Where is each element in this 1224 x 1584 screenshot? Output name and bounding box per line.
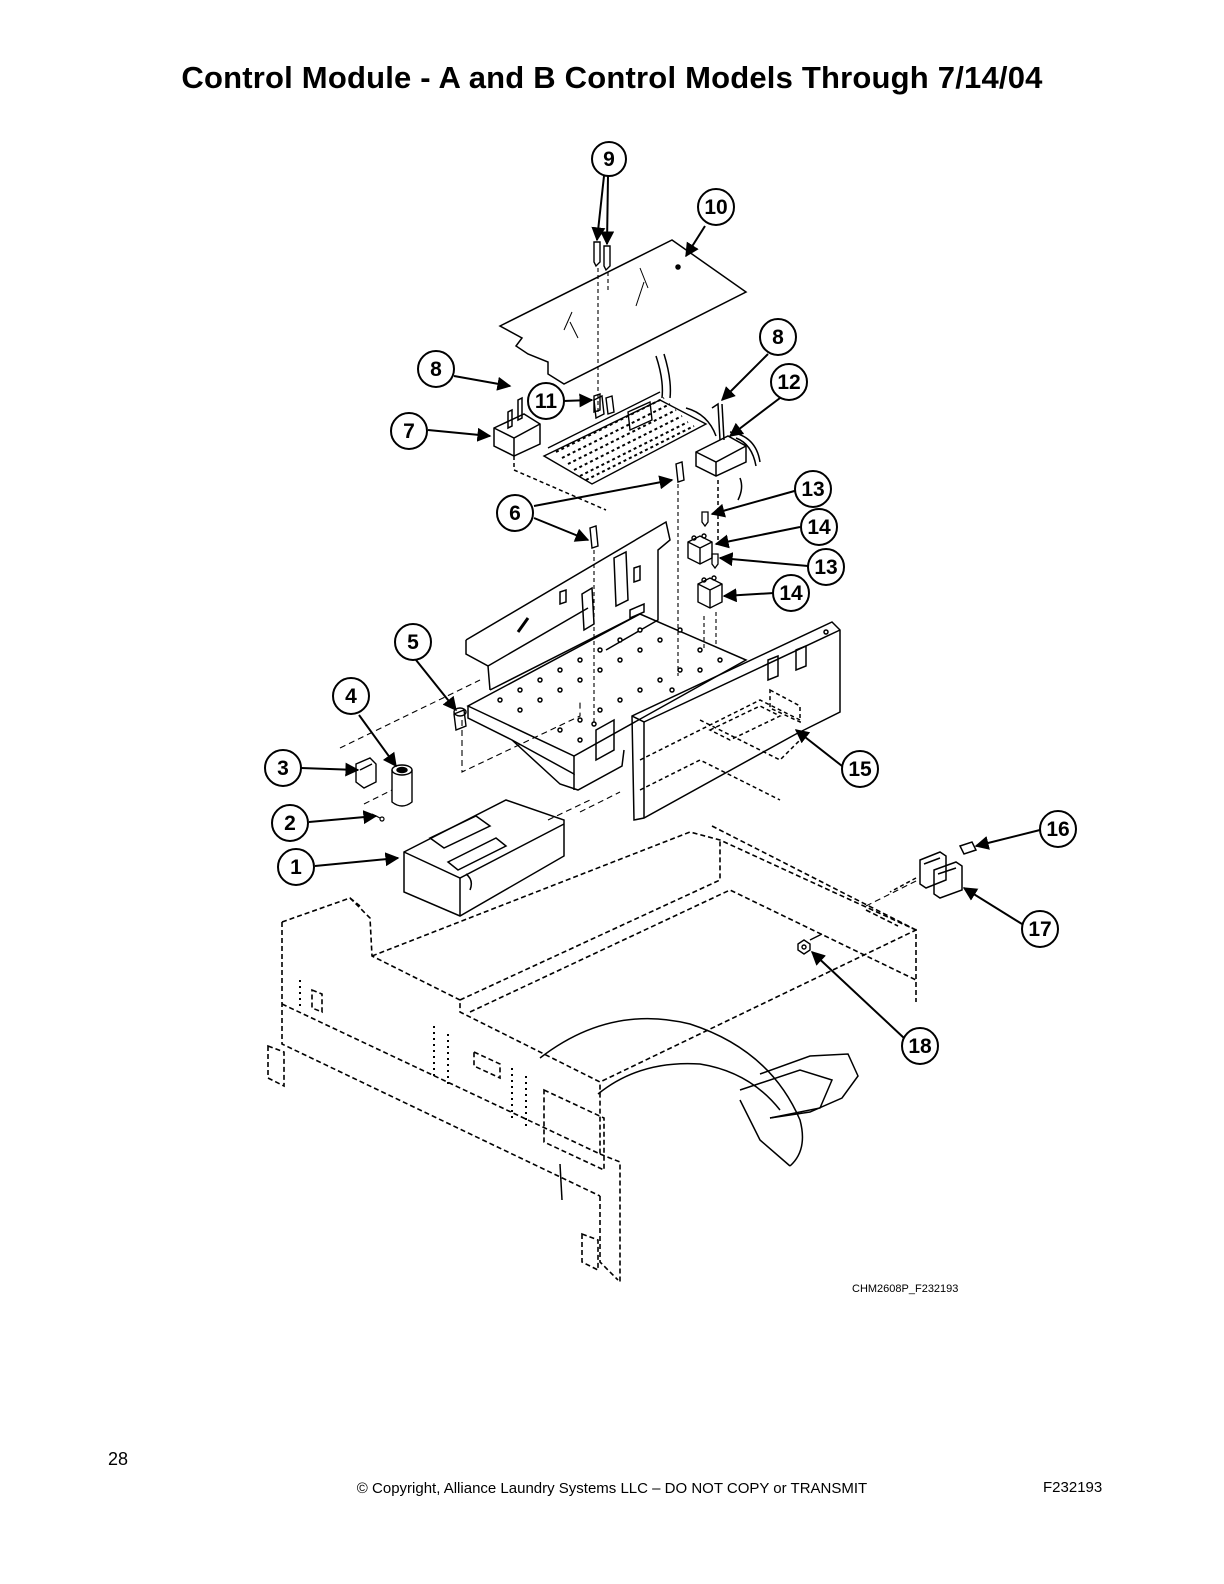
- electrical-box: [403, 799, 565, 917]
- svg-text:8: 8: [430, 358, 442, 381]
- svg-text:4: 4: [345, 685, 357, 708]
- svg-text:13: 13: [801, 478, 824, 501]
- svg-text:2: 2: [284, 812, 296, 835]
- callout-18: 18: [901, 1027, 939, 1065]
- callout-1: 1: [277, 848, 315, 886]
- page-title: Control Module - A and B Control Models …: [181, 60, 1043, 95]
- svg-text:10: 10: [704, 196, 727, 219]
- screw-pair: [593, 241, 611, 272]
- svg-text:14: 14: [807, 516, 831, 539]
- switch-assembly: [889, 841, 978, 899]
- svg-text:9: 9: [603, 148, 615, 171]
- circuit-board: [542, 391, 708, 485]
- callout-13-lower: 13: [807, 548, 845, 586]
- svg-text:17: 17: [1028, 918, 1051, 941]
- callout-10: 10: [697, 188, 735, 226]
- svg-text:14: 14: [779, 582, 803, 605]
- svg-text:18: 18: [908, 1035, 932, 1058]
- nut: [797, 933, 823, 955]
- callout-5: 5: [394, 623, 432, 661]
- callout-3: 3: [264, 749, 302, 787]
- relay-lower: [697, 575, 723, 609]
- standoffs: [589, 393, 685, 549]
- svg-text:12: 12: [777, 371, 800, 394]
- machine-frame: [267, 825, 917, 1284]
- end-panel: [631, 621, 841, 821]
- svg-text:7: 7: [403, 420, 415, 443]
- callout-9: 9: [591, 141, 627, 177]
- callout-17: 17: [1021, 910, 1059, 948]
- callout-12: 12: [770, 363, 808, 401]
- callout-labels: 9 10 8 8 12 11 7 13 6 14 13 14 5 4 3 15 …: [264, 141, 1077, 1065]
- page-number: 28: [108, 1449, 129, 1469]
- callout-16: 16: [1039, 810, 1077, 848]
- small-screw: [371, 813, 385, 822]
- callout-8-right: 8: [759, 318, 797, 356]
- callout-14-upper: 14: [800, 508, 838, 546]
- svg-text:11: 11: [535, 390, 558, 413]
- relay-box-left: [493, 396, 607, 511]
- callout-6: 6: [496, 494, 534, 532]
- svg-text:8: 8: [772, 326, 784, 349]
- callout-13-upper: 13: [794, 470, 832, 508]
- relay-screws: [701, 511, 719, 570]
- frame-slot-rows: [299, 980, 527, 1130]
- callout-8-left: 8: [417, 350, 455, 388]
- callout-14-lower: 14: [772, 574, 810, 612]
- relay-upper: [687, 533, 713, 565]
- grommet: [453, 707, 467, 731]
- callout-15: 15: [841, 750, 879, 788]
- svg-text:6: 6: [509, 502, 521, 525]
- document-number: F232193: [1043, 1479, 1103, 1496]
- control-tray: [465, 520, 748, 791]
- callout-7: 7: [390, 412, 428, 450]
- callout-2: 2: [271, 804, 309, 842]
- figure-code: CHM2608P_F232193: [852, 1283, 959, 1295]
- callout-4: 4: [332, 677, 370, 715]
- copyright-notice: © Copyright, Alliance Laundry Systems LL…: [356, 1480, 868, 1497]
- cover-plate: [498, 239, 748, 385]
- capacitor: [391, 764, 413, 807]
- drum-outline: [539, 1017, 859, 1201]
- callout-11: 11: [527, 382, 565, 420]
- svg-text:16: 16: [1046, 818, 1069, 841]
- svg-text:15: 15: [848, 758, 872, 781]
- assembly-lines: [339, 679, 919, 907]
- capacitor-bracket: [355, 757, 377, 789]
- leader-arrows: [300, 175, 1041, 1039]
- svg-text:1: 1: [290, 856, 302, 879]
- svg-text:13: 13: [814, 556, 837, 579]
- svg-text:5: 5: [407, 631, 419, 654]
- svg-text:3: 3: [277, 757, 289, 780]
